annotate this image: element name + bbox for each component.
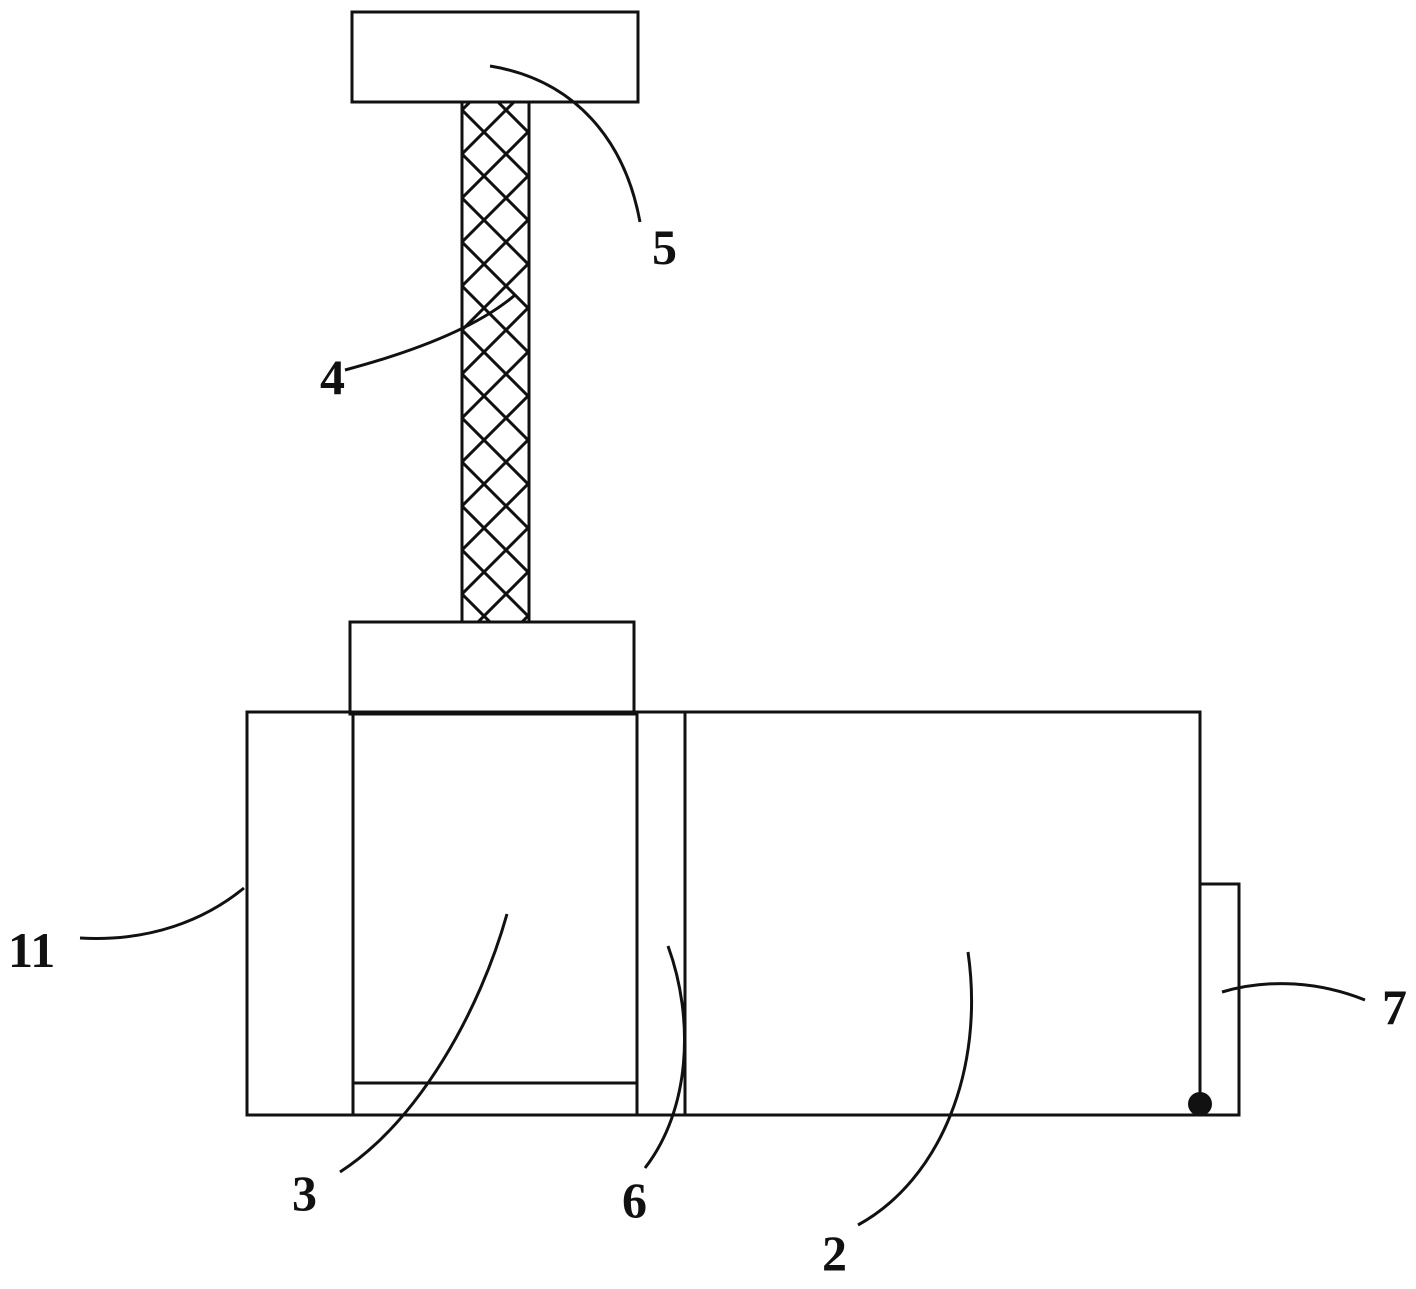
label-3: 3 <box>292 1165 317 1221</box>
label-5: 5 <box>652 219 677 275</box>
lower-cap <box>348 620 636 716</box>
leader-5 <box>489 64 642 223</box>
label-7: 7 <box>1382 979 1407 1035</box>
pivot-icon <box>1188 1092 1212 1116</box>
label-6: 6 <box>622 1172 647 1228</box>
main-housing <box>245 710 1202 1117</box>
mesh-rod <box>460 100 531 624</box>
leader-11 <box>79 886 245 940</box>
side-door <box>1198 882 1241 1117</box>
leader-3 <box>339 913 509 1174</box>
label-4: 4 <box>320 349 345 405</box>
label-2: 2 <box>822 1225 847 1281</box>
leader-7 <box>1221 982 1366 1002</box>
leader-6 <box>643 945 686 1169</box>
label-11: 11 <box>8 922 56 978</box>
leader-4 <box>344 293 516 372</box>
top-plate <box>350 10 640 104</box>
leader-2 <box>857 951 974 1227</box>
